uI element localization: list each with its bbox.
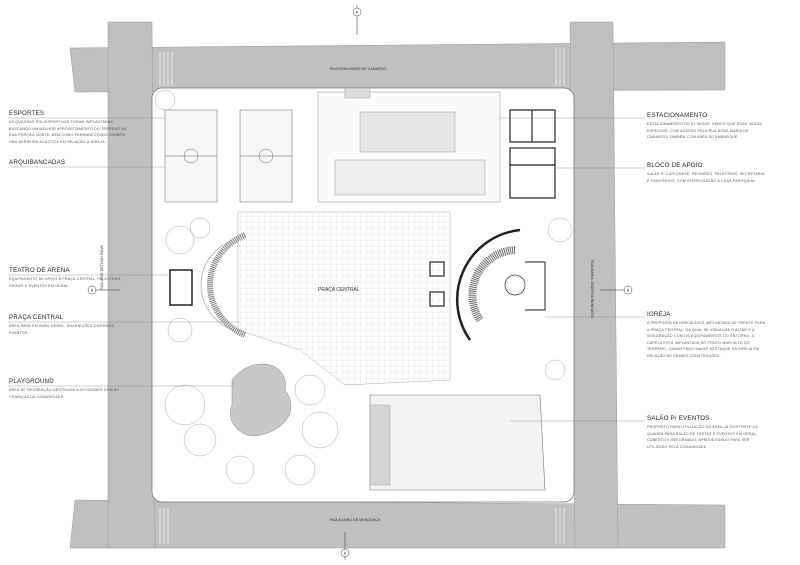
label-desc: ESTACIONAMENTO DE 97 VAGAS, SENDO QUE DU…	[647, 122, 762, 139]
label-title: BLOCO DE APOIO	[647, 162, 703, 169]
street-name-bottom: RUA ALVARO DE MENDONÇA	[330, 518, 381, 522]
label-title: IGREJA	[647, 311, 671, 318]
label-playground: PLAYGROUND ÁREA DE RECREAÇÃO DESTINADA A…	[9, 378, 129, 400]
label-arena-theater: TEATRO DE ARENA EQUIPAMENTO DE APOIO À P…	[9, 267, 129, 289]
label-central-plaza: PRAÇA CENTRAL ÁREA PARA REUNIÃO GERAL, G…	[9, 314, 129, 336]
crosswalks	[159, 48, 565, 544]
sports-courts	[164, 109, 293, 203]
church	[429, 228, 546, 341]
street-right	[569, 21, 619, 549]
section-marker-label: A	[356, 10, 359, 15]
playground	[230, 363, 292, 437]
plaza-label: PRAÇA CENTRAL	[318, 287, 360, 293]
section-marker-label: B	[627, 288, 630, 293]
section-marker-label: A	[344, 551, 347, 556]
label-title: TEATRO DE ARENA	[9, 267, 70, 274]
label-title: SALÃO P/ EVENTOS	[647, 415, 710, 422]
label-sports: ESPORTES AS QUADRAS POLIESPORTIVAS FORAM…	[9, 110, 129, 145]
street-left	[107, 21, 156, 549]
trees	[154, 89, 573, 486]
label-event-hall: SALÃO P/ EVENTOS PROPOSTO PARA UTILIZAÇÃ…	[647, 415, 767, 450]
label-desc: AS QUADRAS POLIESPORTIVAS FORAM IMPLANTA…	[9, 120, 127, 144]
label-support-block: BLOCO DE APOIO SALAS P/ CATEQUESE, REUNI…	[647, 162, 767, 184]
street-name-right: RUA MARIA JOSEFINA BENEDETA	[590, 260, 594, 319]
section-markers	[87, 5, 633, 560]
label-desc: SALAS P/ CATEQUESE, REUNIÕES, PALESTRAS,…	[647, 172, 765, 183]
label-parking: ESTACIONAMENTO ESTACIONAMENTO DE 97 VAGA…	[647, 112, 767, 141]
label-title: ESTACIONAMENTO	[647, 112, 708, 119]
label-desc: ÁREA PARA REUNIÃO GERAL, GUARNIÇÕES DIVE…	[9, 324, 114, 335]
label-desc: PROPOSTO PARA UTILIZAÇÃO DA ÁREA JÁ EXIS…	[647, 425, 758, 449]
event-hall	[369, 394, 546, 491]
streets	[69, 21, 726, 549]
street-name-top: RUA DONA MARIA DE CAMARGO	[330, 67, 387, 71]
label-title: PRAÇA CENTRAL	[9, 314, 64, 321]
label-desc: EQUIPAMENTO DE APOIO À PRAÇA CENTRAL, PA…	[9, 277, 122, 288]
label-desc: A PROPOSTA DA IGREJA ESTÁ IMPLANTADA DE …	[647, 321, 766, 358]
label-bleachers: ARQUIBANCADAS	[9, 159, 65, 168]
label-title: ARQUIBANCADAS	[9, 159, 66, 166]
support-block	[509, 109, 556, 199]
street-bottom	[69, 499, 726, 549]
label-church: IGREJA A PROPOSTA DA IGREJA ESTÁ IMPLANT…	[647, 311, 767, 359]
street-top	[69, 41, 726, 93]
label-title: ESPORTES	[9, 110, 45, 117]
section-marker-label: B	[91, 288, 94, 293]
label-title: PLAYGROUND	[9, 378, 54, 385]
leader-lines	[8, 117, 645, 422]
parking	[317, 87, 501, 203]
arena-theater	[169, 232, 247, 338]
label-desc: ÁREA DE RECREAÇÃO DESTINADA A ATIVIDADES…	[9, 388, 119, 399]
